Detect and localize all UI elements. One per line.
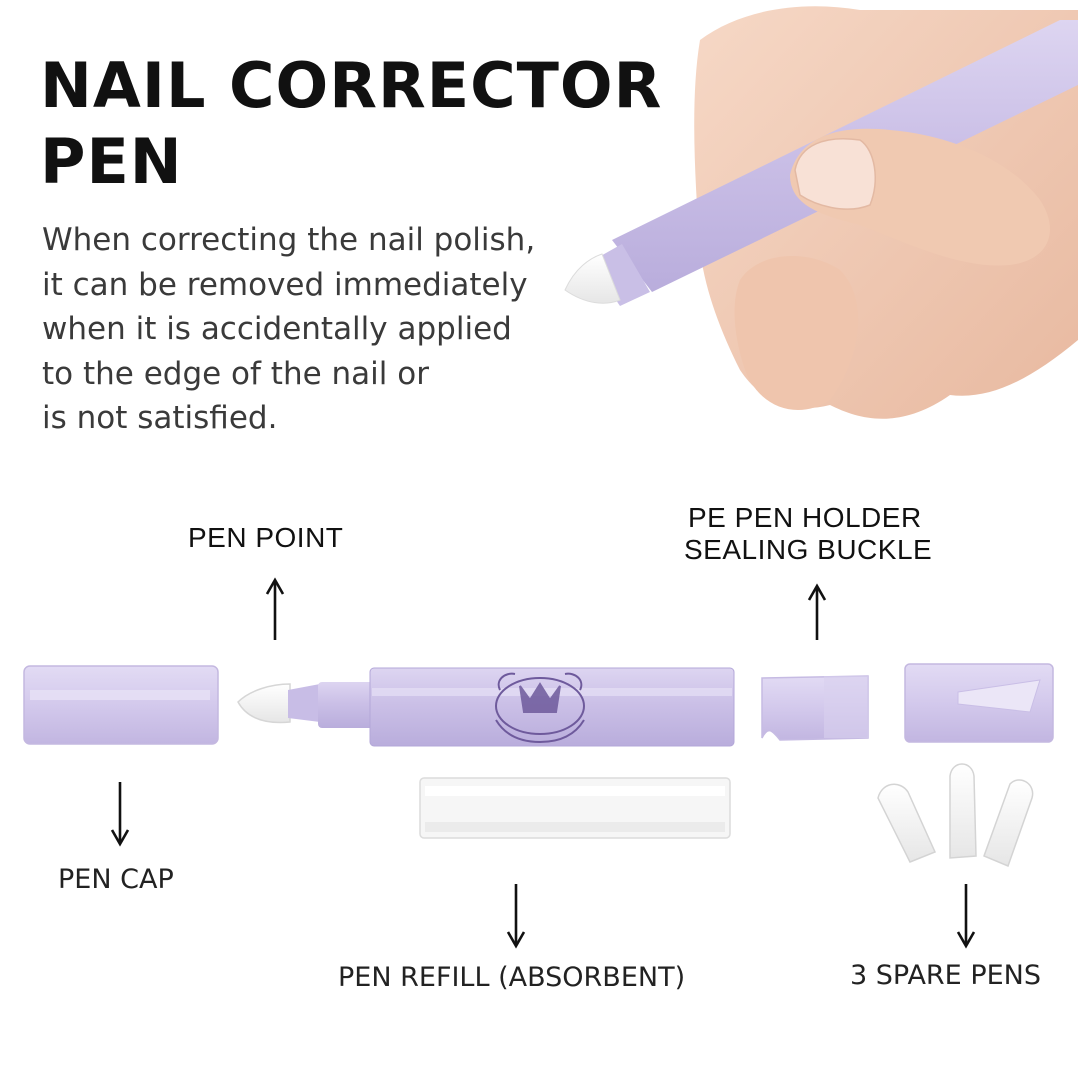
pen-point-part [237, 683, 291, 724]
page-title: NAIL CORRECTOR PEN [40, 48, 662, 200]
description-line: when it is accidentally applied [42, 311, 512, 347]
pen-cap-part [23, 665, 219, 745]
label-pen-holder: PE PEN HOLDER [688, 502, 922, 533]
finger-lower [734, 256, 859, 410]
pen-tip-held [564, 253, 621, 304]
arrow-down-icon [506, 884, 526, 949]
description-line: to the edge of the nail or [42, 355, 429, 392]
pen-refill-part [419, 777, 731, 839]
pen-body-part [288, 667, 735, 747]
label-spare-pens: 3 SPARE PENS [850, 960, 1042, 991]
crown-emblem [495, 672, 585, 744]
arrow-down-icon [956, 884, 976, 949]
pen-neck-held [590, 244, 650, 306]
description-text: When correcting the nail polish, it can … [42, 218, 582, 441]
label-pen-point: PEN POINT [188, 522, 344, 553]
title-line: PEN [40, 125, 183, 198]
spare-tips-part [877, 763, 1034, 867]
title-line: NAIL CORRECTOR [40, 49, 663, 122]
thumbnail [794, 138, 876, 210]
label-sealing-buckle: SEALING BUCKLE [684, 534, 933, 565]
hand-with-pen [564, 6, 1078, 419]
arrow-up-icon [807, 583, 827, 640]
description-line: When correcting the nail polish, [42, 222, 536, 258]
description-line: it can be removed immediately [42, 266, 528, 303]
label-pen-cap: PEN CAP [58, 864, 174, 895]
description-line: is not satisfied. [42, 400, 278, 436]
pen-tail-part [904, 663, 1054, 743]
arrow-up-icon [265, 577, 285, 640]
label-pen-refill: PEN REFILL (ABSORBENT) [338, 962, 686, 993]
arrow-down-icon [110, 782, 130, 847]
sealing-buckle-part [761, 675, 869, 741]
